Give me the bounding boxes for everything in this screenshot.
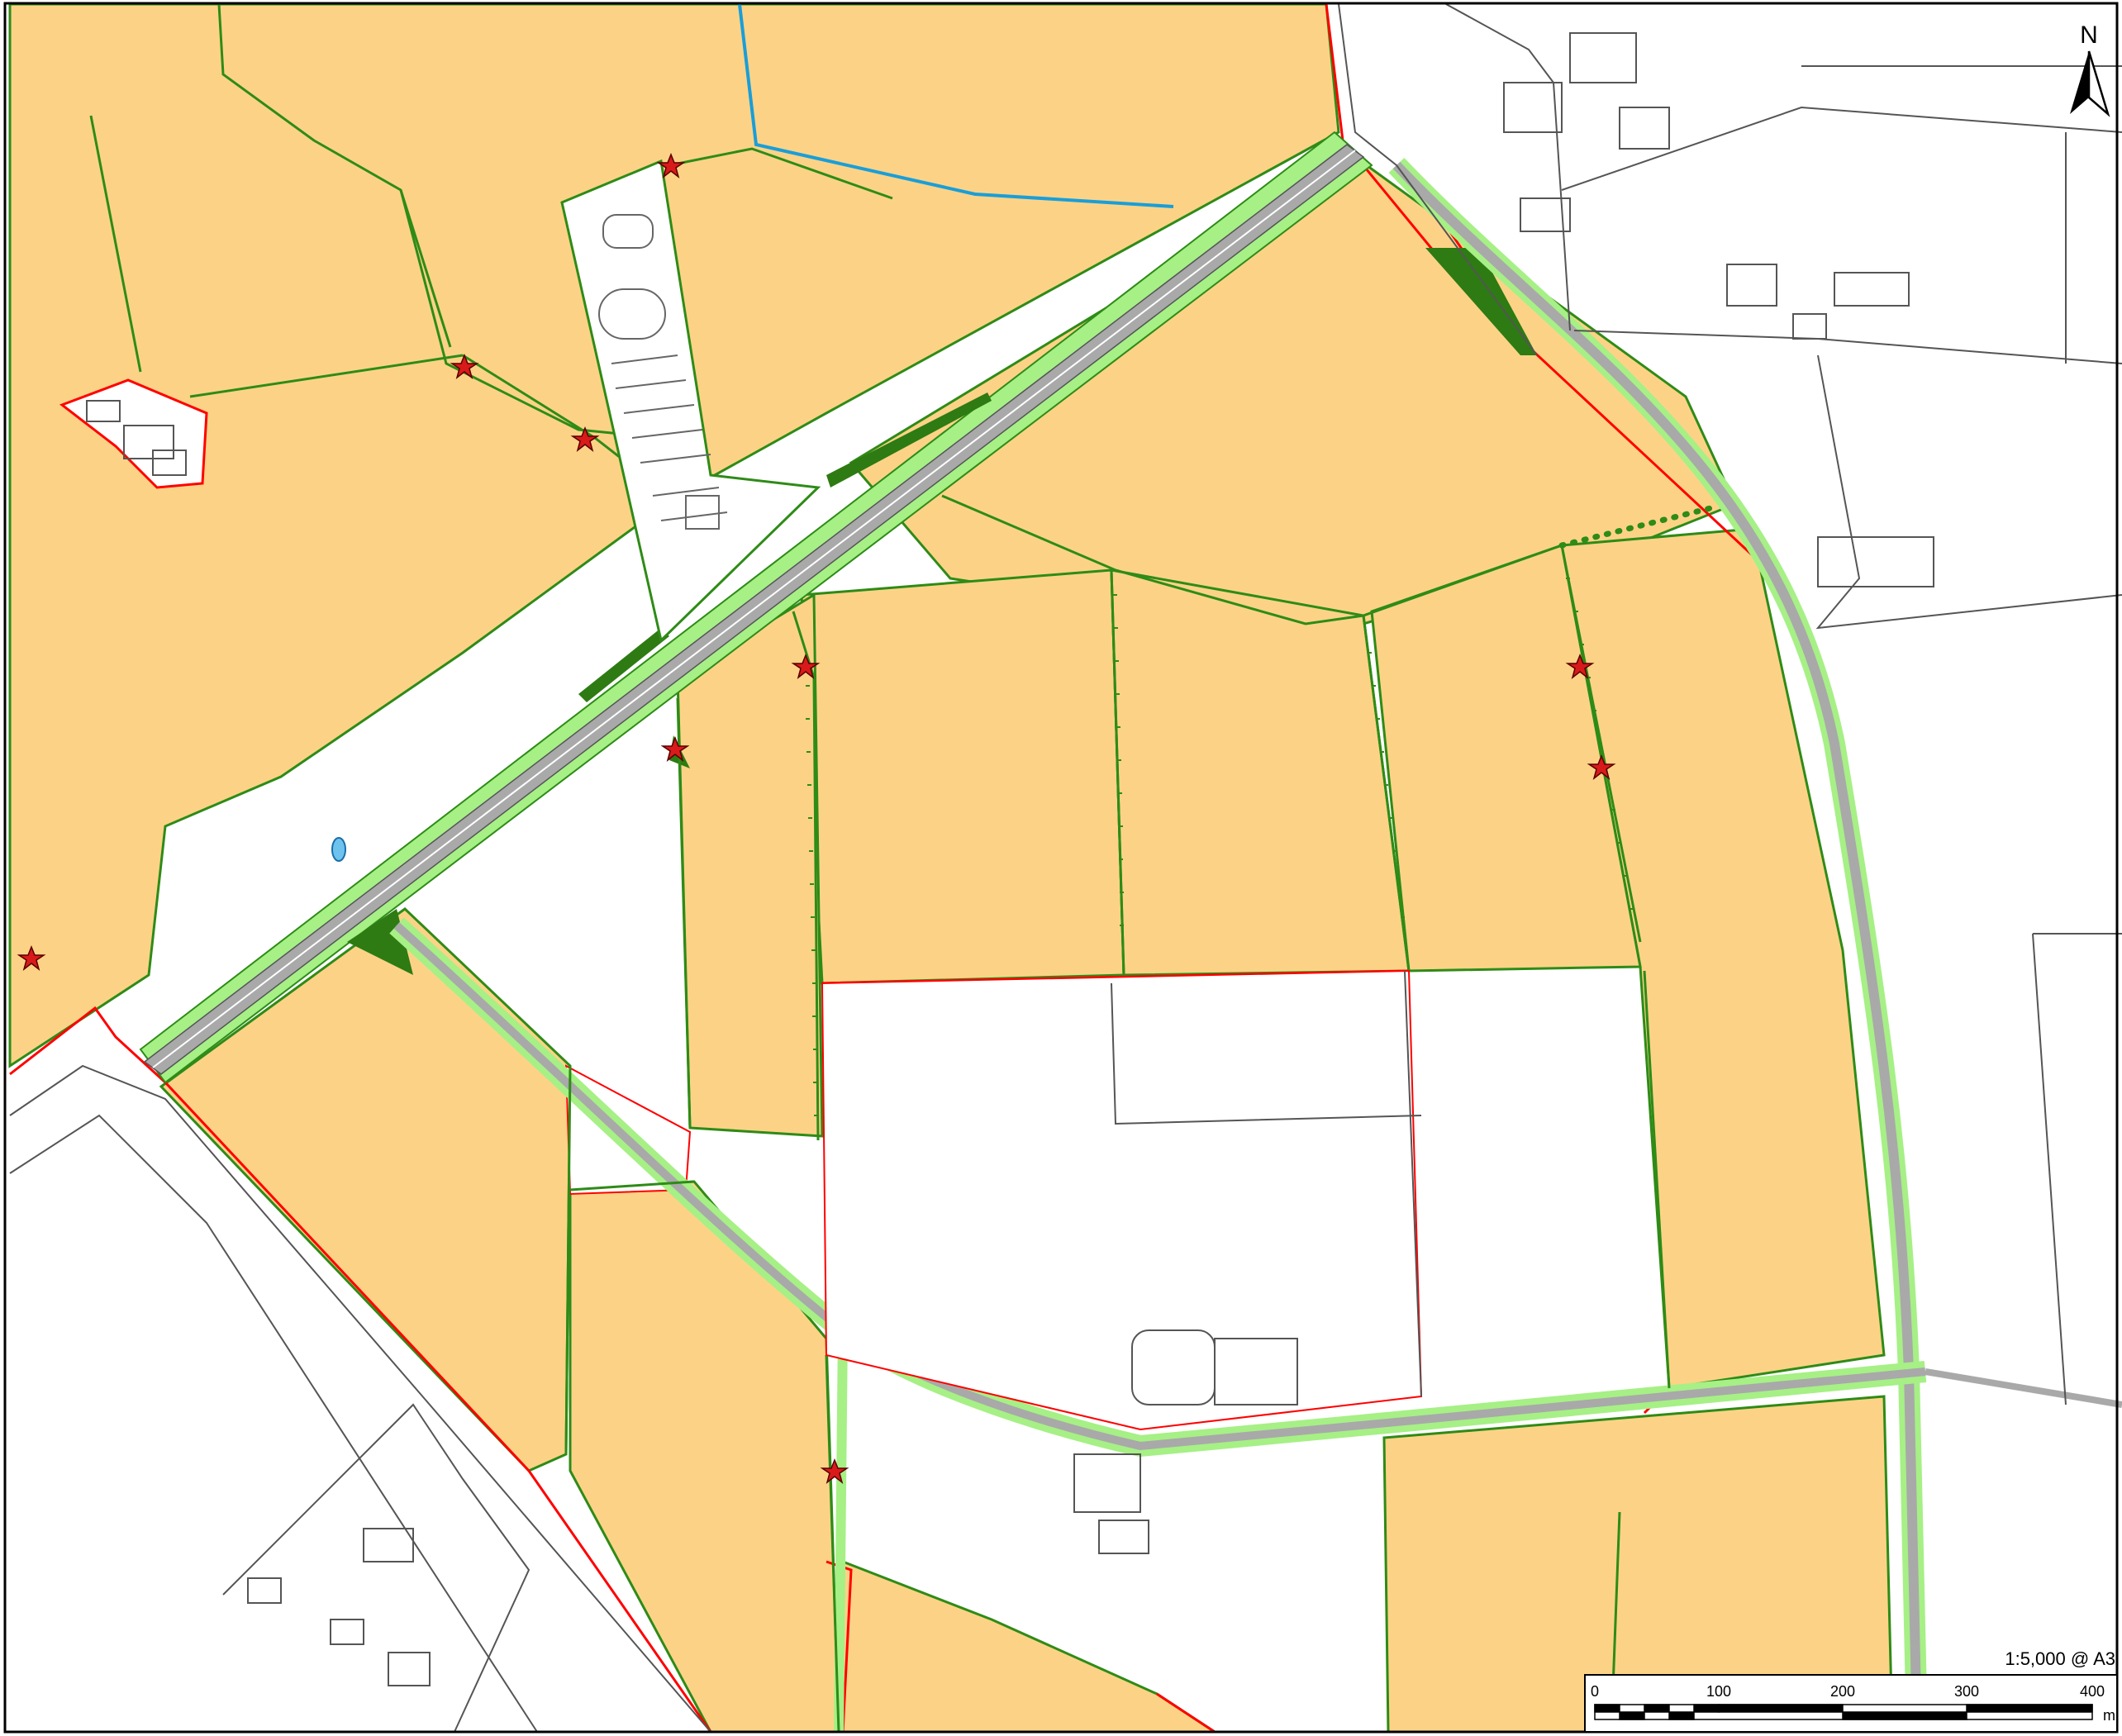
- scale-unit: m: [2103, 1707, 2115, 1724]
- scale-tick-0: 0: [1591, 1683, 1599, 1700]
- scale-tick-100: 100: [1706, 1683, 1731, 1700]
- field-north-west: [8, 2, 1340, 1068]
- tree-marker: [1565, 653, 1595, 679]
- north-arrow: N: [2070, 21, 2110, 117]
- woodland-patches: [347, 248, 1537, 975]
- south-west-village: [9, 1064, 711, 1733]
- east-lane: [1388, 158, 1928, 1733]
- north-label: N: [2080, 21, 2098, 49]
- tree-line: [1558, 505, 1714, 549]
- arable-fields: [8, 2, 1894, 1734]
- motorway-corridor: [139, 131, 1373, 1084]
- tree-marker: [570, 426, 600, 452]
- scale-segments: [1594, 1704, 2093, 1720]
- central-parcels: [821, 969, 1423, 1554]
- scale-ticks: 0 100 200 300 400: [1591, 1683, 2105, 1700]
- tree-marker: [660, 735, 690, 762]
- pond: [331, 837, 346, 862]
- scale-ratio: 1:5,000 @ A3: [2005, 1648, 2115, 1669]
- scale-tick-300: 300: [1954, 1683, 1979, 1700]
- tree-marker: [791, 653, 821, 679]
- tree-marker: [656, 152, 686, 178]
- south-lane: [389, 917, 2122, 1733]
- tree-marker: [820, 1458, 849, 1484]
- scale-bar: 1:5,000 @ A3 0 100 200 300 400 m: [1584, 1648, 2118, 1733]
- tree-marker: [450, 353, 479, 379]
- watercourse: [738, 3, 1174, 208]
- map-frame: [3, 2, 2119, 1734]
- tree-markers: [17, 152, 1616, 1484]
- farmstead-north-west: [59, 378, 208, 489]
- scale-tick-200: 200: [1830, 1683, 1855, 1700]
- scale-tick-400: 400: [2080, 1683, 2105, 1700]
- field-south-centre: [569, 1180, 840, 1734]
- east-village: [1338, 3, 2122, 1405]
- field-south-strip: [841, 1559, 1220, 1734]
- field-centre-1: [800, 568, 1125, 985]
- tree-marker: [1587, 754, 1616, 780]
- scale-bar-background: [1584, 1674, 2118, 1733]
- tree-marker: [17, 944, 46, 971]
- residential-caravan-park: [560, 159, 821, 643]
- north-arrow-icon: [2070, 51, 2089, 114]
